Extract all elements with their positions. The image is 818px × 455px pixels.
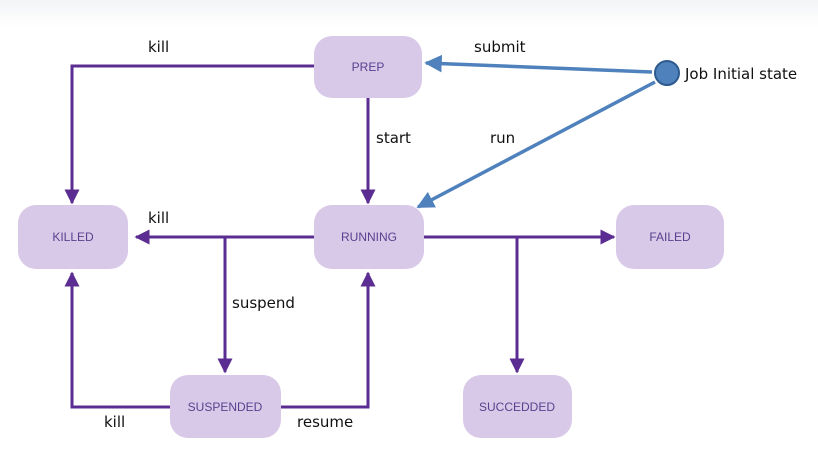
state-killed-box bbox=[18, 205, 128, 269]
edge-prep-killed bbox=[64, 64, 314, 205]
state-running: RUNNING bbox=[314, 205, 424, 269]
state-killed: KILLED bbox=[18, 205, 128, 269]
initial-node-label: Job Initial state bbox=[684, 65, 797, 83]
state-prep-label: PREP bbox=[352, 60, 385, 74]
state-succeeded: SUCCEDDED bbox=[463, 375, 572, 438]
initial-lines bbox=[416, 54, 656, 209]
circle-node-icon bbox=[654, 60, 680, 86]
state-running-label: RUNNING bbox=[341, 230, 397, 244]
label-submit: submit bbox=[474, 38, 526, 56]
edge-initial-running bbox=[416, 80, 656, 209]
edge-initial-prep bbox=[424, 54, 653, 74]
label-run: run bbox=[490, 129, 515, 147]
label-suspend: suspend bbox=[232, 294, 295, 312]
edge-suspended-killed bbox=[64, 271, 170, 409]
label-start: start bbox=[376, 129, 411, 147]
transition-lines bbox=[64, 64, 616, 409]
label-kill-suspended: kill bbox=[104, 413, 125, 431]
state-running-box bbox=[314, 205, 424, 269]
state-failed-box bbox=[616, 205, 724, 269]
state-succeeded-label: SUCCEDDED bbox=[479, 400, 555, 414]
state-prep: PREP bbox=[314, 36, 422, 98]
label-resume: resume bbox=[297, 413, 353, 431]
label-kill-running: kill bbox=[148, 209, 169, 227]
edge-suspended-running bbox=[281, 271, 376, 409]
state-succeeded-box bbox=[463, 375, 572, 438]
state-failed-label: FAILED bbox=[649, 230, 691, 244]
state-killed-label: KILLED bbox=[52, 230, 94, 244]
state-suspended: SUSPENDED bbox=[170, 375, 281, 438]
state-prep-box bbox=[314, 36, 422, 98]
state-suspended-label: SUSPENDED bbox=[188, 400, 263, 414]
state-failed: FAILED bbox=[616, 205, 724, 269]
label-kill-prep: kill bbox=[148, 38, 169, 56]
state-suspended-box bbox=[170, 375, 281, 438]
